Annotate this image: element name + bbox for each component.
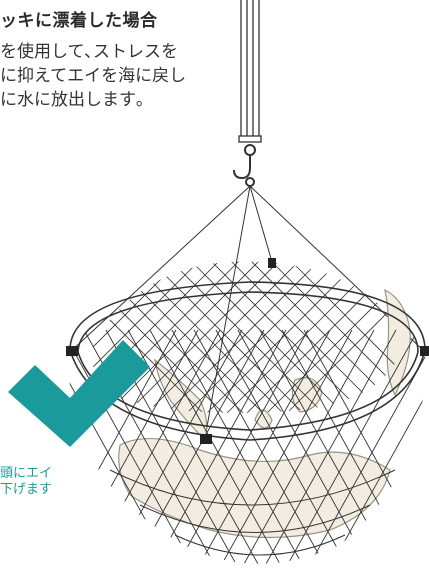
suspension-ropes [238,0,262,143]
caption-text: 頭にエイ 下げます [0,466,52,498]
stingray [118,288,411,539]
net-rings [109,469,396,556]
section-heading: ッキに漂着した場合 [0,11,158,31]
description-line-1: を使用して､ストレスを [0,42,178,62]
description-line-3: に水に放出します｡ [0,90,145,110]
description-text: を使用して､ストレスを に抑えてエイを海に戻し に水に放出します｡ [0,40,186,112]
checkmark-icon [8,340,150,447]
caption-line-1: 頭にエイ [0,466,53,481]
description-line-2: に抑えてエイを海に戻し [0,66,187,86]
crane-hook-icon [233,144,256,187]
caption-line-2: 下げます [0,482,53,497]
net-dome [92,261,405,413]
